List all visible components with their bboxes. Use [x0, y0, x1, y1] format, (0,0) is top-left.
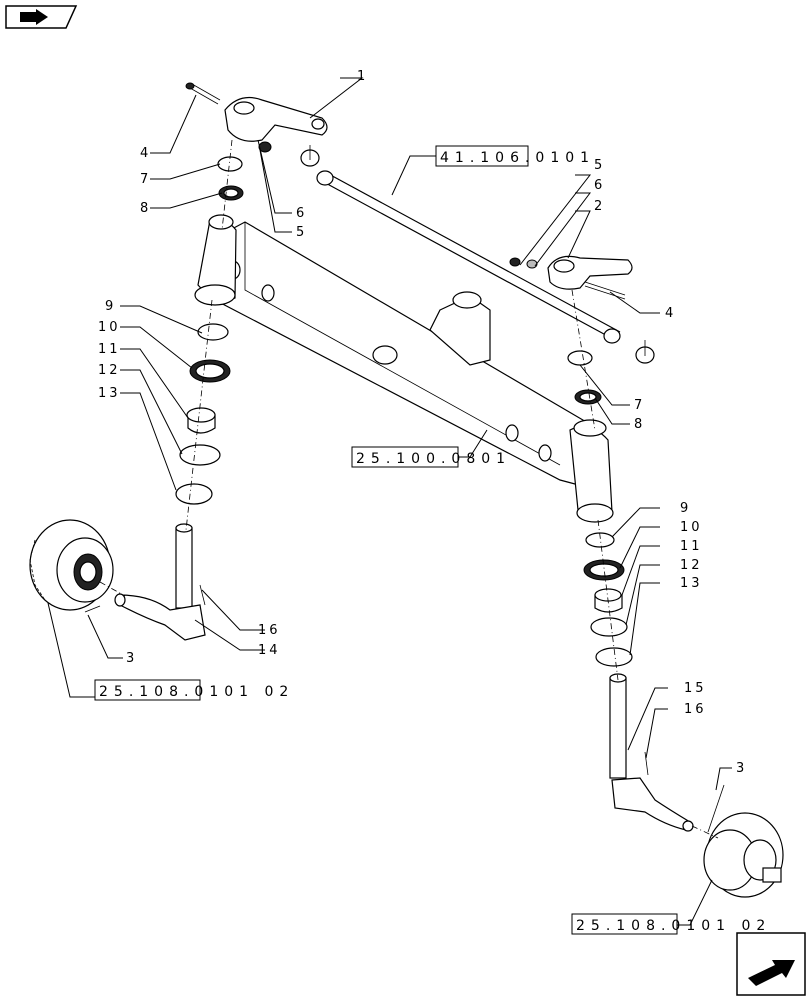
callout-5: 5: [296, 225, 307, 240]
right-wheel-hub: [703, 812, 784, 898]
axle-beam: [194, 214, 614, 523]
assembly-centerlines: [99, 139, 719, 839]
callout-9: 9: [680, 501, 691, 516]
callout-11: 11: [680, 539, 703, 554]
callout-10: 10: [98, 320, 121, 335]
callout-7: 7: [634, 398, 645, 413]
callout-12: 12: [680, 558, 703, 573]
callout-16: 16: [258, 623, 281, 638]
ref-hub-right[interactable]: 25.108.0101 02: [571, 913, 771, 935]
steering-arm-right: [509, 255, 633, 300]
right-kingpin-washer-stack: [567, 350, 633, 667]
callout-10: 10: [680, 520, 703, 535]
callout-13: 13: [98, 386, 121, 401]
svg-text:25.100.0801: 25.100.0801: [356, 451, 511, 467]
callout-6: 6: [296, 206, 307, 221]
ref-hub-left[interactable]: 25.108.0101 02: [94, 679, 294, 701]
left-steering-knuckle: [84, 523, 206, 641]
left-wheel-hub: [29, 519, 114, 611]
callout-16: 16: [684, 702, 707, 717]
callout-labels: 1 4 7 8 6 5 5 6 2 4 7 8 9 10 11 12 13 16…: [98, 69, 747, 776]
tie-rod: [300, 145, 655, 364]
ref-tie-rod[interactable]: 41.106.0101: [435, 145, 595, 167]
callout-8: 8: [140, 201, 151, 216]
callout-3: 3: [126, 651, 137, 666]
callout-13: 13: [680, 576, 703, 591]
callout-8: 8: [634, 417, 645, 432]
callout-3: 3: [736, 761, 747, 776]
svg-text:25.108.0101 02: 25.108.0101 02: [576, 918, 771, 934]
book-arrow-icon[interactable]: [5, 5, 78, 29]
callout-2: 2: [594, 199, 605, 214]
callout-12: 12: [98, 363, 121, 378]
callout-4: 4: [140, 146, 151, 161]
right-steering-knuckle: [609, 673, 725, 833]
svg-text:41.106.0101: 41.106.0101: [440, 150, 595, 166]
svg-text:25.108.0101 02: 25.108.0101 02: [99, 684, 294, 700]
callout-7: 7: [140, 172, 151, 187]
callout-5: 5: [594, 158, 605, 173]
next-page-arrow-icon[interactable]: [736, 932, 806, 996]
callout-6: 6: [594, 178, 605, 193]
callout-14: 14: [258, 643, 281, 658]
callout-15: 15: [684, 681, 707, 696]
callout-11: 11: [98, 342, 121, 357]
callout-4: 4: [665, 306, 676, 321]
leader-lines: [47, 77, 732, 926]
callout-1: 1: [357, 69, 368, 84]
left-kingpin-washer-stack: [175, 156, 244, 505]
callout-9: 9: [105, 299, 116, 314]
steering-arm-left: [185, 82, 328, 153]
ref-axle-beam[interactable]: 25.100.0801: [351, 446, 511, 468]
